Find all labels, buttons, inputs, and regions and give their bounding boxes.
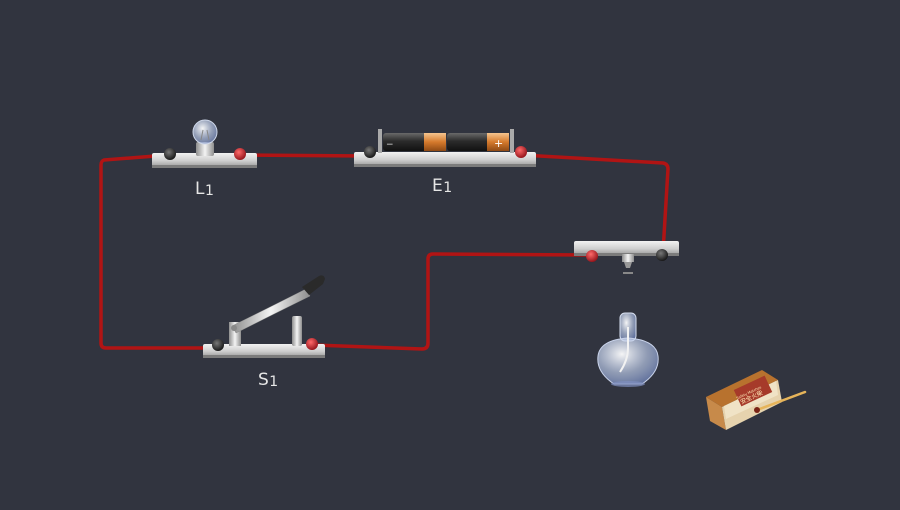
lamp-label: L1 bbox=[195, 179, 214, 199]
battery-terminal-black[interactable] bbox=[364, 146, 376, 158]
battery-positive-sign: + bbox=[494, 137, 503, 150]
lamp-label-letter: L bbox=[195, 179, 205, 199]
switch-base-board bbox=[203, 344, 325, 357]
lamp-label-index: 1 bbox=[204, 183, 215, 199]
battery-label-index: 1 bbox=[443, 180, 453, 196]
wire-lamp-to-battery[interactable] bbox=[239, 153, 370, 158]
wire-battery-to-resistor[interactable] bbox=[520, 153, 670, 254]
wire-resistor-to-switch[interactable] bbox=[312, 252, 592, 351]
heater-terminal-red[interactable] bbox=[586, 250, 598, 262]
battery-label-letter: E bbox=[432, 176, 444, 196]
match-stick[interactable] bbox=[755, 390, 807, 412]
battery-base-board bbox=[354, 152, 536, 166]
lamp-terminal-red[interactable] bbox=[234, 148, 246, 160]
matchbox[interactable]: Safety Matches 安全火柴 bbox=[706, 370, 807, 430]
lamp-base-board bbox=[152, 153, 257, 167]
alcohol-lamp[interactable] bbox=[597, 312, 659, 387]
lamp-socket bbox=[196, 142, 214, 156]
battery-component[interactable]: − + bbox=[354, 129, 536, 167]
switch-handle[interactable] bbox=[302, 275, 325, 295]
switch-component[interactable] bbox=[203, 275, 325, 358]
heater-component[interactable] bbox=[574, 241, 679, 274]
heater-base-board bbox=[574, 241, 679, 255]
battery-terminal-red[interactable] bbox=[515, 146, 527, 158]
match-head bbox=[754, 407, 760, 413]
switch-label-index: 1 bbox=[269, 374, 279, 390]
wire-lamp-to-switch[interactable] bbox=[99, 153, 218, 350]
wires bbox=[99, 153, 670, 351]
battery-negative-sign: − bbox=[386, 140, 394, 150]
heater-terminal-black[interactable] bbox=[656, 249, 668, 261]
switch-terminal-red[interactable] bbox=[306, 338, 318, 350]
bulb-glass bbox=[192, 119, 218, 145]
lamp-component[interactable] bbox=[152, 119, 257, 168]
switch-label-letter: S bbox=[258, 370, 270, 390]
lamp-terminal-black[interactable] bbox=[164, 148, 176, 160]
switch-terminal-black[interactable] bbox=[212, 339, 224, 351]
battery-label: E1 bbox=[432, 176, 453, 196]
switch-label: S1 bbox=[258, 370, 279, 390]
